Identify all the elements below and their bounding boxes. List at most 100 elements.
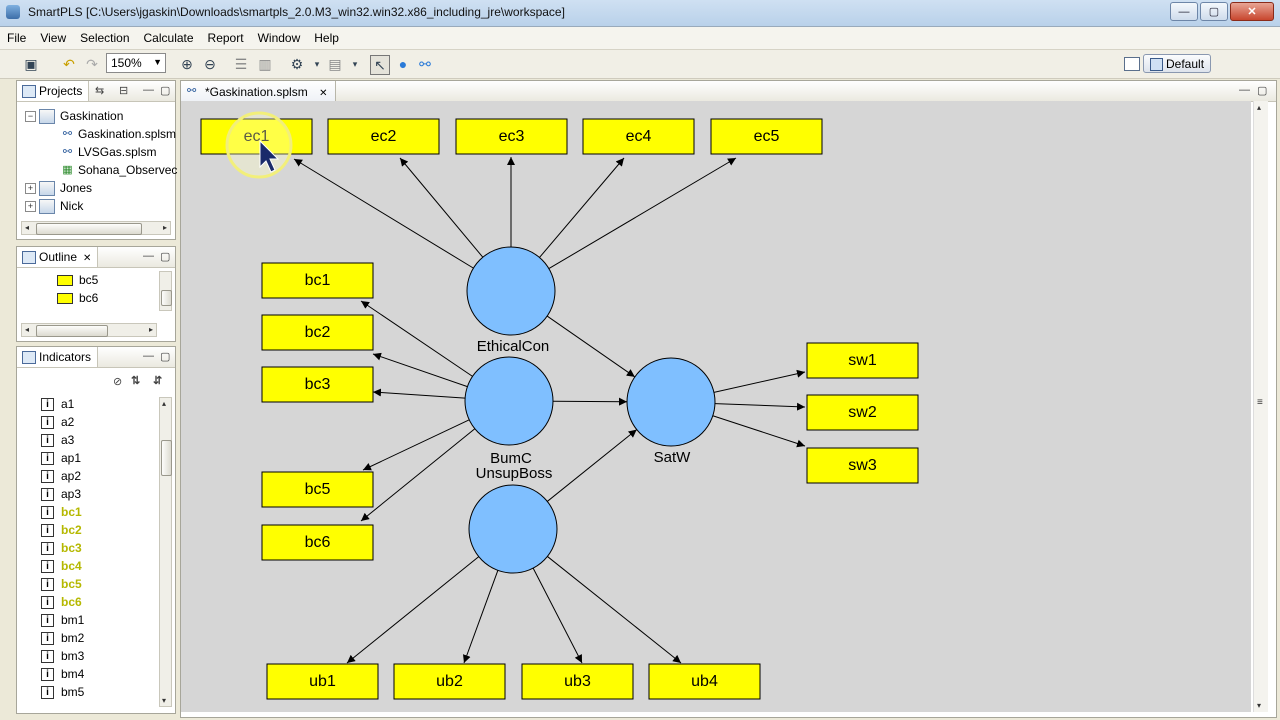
expand-icon[interactable]: + xyxy=(25,200,36,212)
scroll-left-icon[interactable]: ◂ xyxy=(25,325,30,334)
loading-arrow-sw1[interactable] xyxy=(713,369,806,393)
scrollbar-thumb[interactable] xyxy=(36,223,142,235)
indicator-bc3[interactable] xyxy=(261,366,374,403)
minimize-button[interactable]: — xyxy=(1170,2,1198,21)
canvas-vertical-scrollbar[interactable]: ▴ ≡ ▾ xyxy=(1253,101,1268,712)
indicator-ec2[interactable] xyxy=(327,118,440,155)
scroll-right-icon[interactable]: ▸ xyxy=(162,223,167,232)
scrollbar-thumb[interactable] xyxy=(36,325,108,337)
close-icon[interactable]: ✕ xyxy=(83,253,92,264)
zoom-select[interactable]: 150% ▼ xyxy=(106,53,166,73)
indicator-sw3[interactable] xyxy=(806,447,919,484)
loading-arrow-ub1[interactable] xyxy=(346,556,480,664)
calculate-icon[interactable]: ⚙ xyxy=(290,55,304,72)
close-icon[interactable]: ✕ xyxy=(319,88,328,99)
path-arrow-ub-to-satw[interactable] xyxy=(546,429,638,502)
tree-item-gaskination-model[interactable]: ⚯ Gaskination.splsm xyxy=(62,127,177,141)
maximize-view-icon[interactable]: ▢ xyxy=(1257,85,1268,97)
loading-arrow-ec4[interactable] xyxy=(539,157,625,258)
construct-satw[interactable] xyxy=(626,357,716,447)
loading-arrow-sw2[interactable] xyxy=(714,402,806,411)
expand-icon[interactable]: + xyxy=(25,182,36,194)
indicator-ec4[interactable] xyxy=(582,118,695,155)
indicator-bc2[interactable] xyxy=(261,314,374,351)
zoom-in-icon[interactable]: ⊕ xyxy=(181,55,193,72)
loading-arrow-ec5[interactable] xyxy=(548,157,737,270)
loading-arrow-bc3[interactable] xyxy=(372,388,466,399)
tab-projects[interactable]: Projects xyxy=(17,81,90,101)
indicator-ec5[interactable] xyxy=(710,118,823,155)
model-canvas[interactable]: EthicalConBumCUnsupBossSatWec1ec2ec3ec4e… xyxy=(181,101,1251,712)
scroll-up-icon[interactable]: ▴ xyxy=(1257,103,1262,112)
redo-icon[interactable]: ↷ xyxy=(86,55,98,72)
default-perspective-button[interactable]: Default xyxy=(1143,54,1211,73)
construct-ethicalcon[interactable] xyxy=(466,246,556,336)
indicator-bc1[interactable] xyxy=(261,262,374,299)
calculate-dropdown-icon[interactable]: ▾ xyxy=(314,58,320,69)
outline-item-bc6[interactable]: bc6 xyxy=(57,289,98,307)
tab-outline[interactable]: Outline✕ xyxy=(17,247,99,267)
indicator-ec3[interactable] xyxy=(455,118,568,155)
loading-arrow-bc6[interactable] xyxy=(360,428,476,522)
loading-arrow-ec1[interactable] xyxy=(293,158,474,269)
report-dropdown-icon[interactable]: ▾ xyxy=(352,58,358,69)
save-icon[interactable]: ▣ xyxy=(24,55,38,72)
loading-arrow-sw3[interactable] xyxy=(712,415,806,448)
menu-selection[interactable]: Selection xyxy=(80,31,130,45)
tree-item-lvsgas-model[interactable]: ⚯ LVSGas.splsm xyxy=(62,145,157,159)
close-button[interactable]: ✕ xyxy=(1230,2,1274,21)
construct-tool-icon[interactable]: ● xyxy=(398,56,408,72)
tab-indicators[interactable]: Indicators xyxy=(17,347,99,367)
construct-ub[interactable] xyxy=(468,484,558,574)
open-perspective-icon[interactable] xyxy=(1124,57,1140,71)
indicator-ub3[interactable] xyxy=(521,663,634,700)
menu-calculate[interactable]: Calculate xyxy=(143,31,194,45)
indicator-ub2[interactable] xyxy=(393,663,506,700)
tree-item-sohana-data[interactable]: ▦ Sohana_Observec xyxy=(62,163,178,177)
indicator-ub1[interactable] xyxy=(266,663,379,700)
menu-file[interactable]: File xyxy=(7,31,27,45)
loading-arrow-ub2[interactable] xyxy=(462,570,499,664)
fit-icon[interactable]: ▥ xyxy=(258,55,272,72)
report-icon[interactable]: ▤ xyxy=(328,55,342,72)
tree-item-jones[interactable]: + Jones xyxy=(25,179,92,197)
scrollbar-thumb[interactable] xyxy=(161,290,172,306)
maximize-view-icon[interactable]: ▢ xyxy=(160,251,171,263)
outline-item-bc5[interactable]: bc5 xyxy=(57,271,98,289)
collapse-all-icon[interactable]: ⊟ xyxy=(119,85,129,97)
scrollbar-grip-icon[interactable]: ≡ xyxy=(1257,397,1263,408)
select-tool-icon[interactable]: ↖ xyxy=(370,55,390,75)
scroll-up-icon[interactable]: ▴ xyxy=(162,399,167,408)
zoom-out-icon[interactable]: ⊖ xyxy=(204,55,216,72)
indicator-sw2[interactable] xyxy=(806,394,919,431)
minimize-view-icon[interactable]: — xyxy=(143,84,154,96)
scroll-down-icon[interactable]: ▾ xyxy=(1257,701,1262,710)
scroll-down-icon[interactable]: ▾ xyxy=(162,696,167,705)
scroll-right-icon[interactable]: ▸ xyxy=(148,325,153,334)
link-editor-icon[interactable]: ⇆ xyxy=(95,85,105,97)
indicator-bc5[interactable] xyxy=(261,471,374,508)
minimize-view-icon[interactable]: — xyxy=(1239,84,1250,96)
scroll-left-icon[interactable]: ◂ xyxy=(25,223,30,232)
maximize-button[interactable]: ▢ xyxy=(1200,2,1228,21)
loading-arrow-ec2[interactable] xyxy=(399,157,484,258)
menu-help[interactable]: Help xyxy=(314,31,339,45)
menu-report[interactable]: Report xyxy=(207,31,244,45)
outline-vertical-scrollbar[interactable] xyxy=(159,271,172,311)
minimize-view-icon[interactable]: — xyxy=(143,350,154,362)
indicator-bc6[interactable] xyxy=(261,524,374,561)
